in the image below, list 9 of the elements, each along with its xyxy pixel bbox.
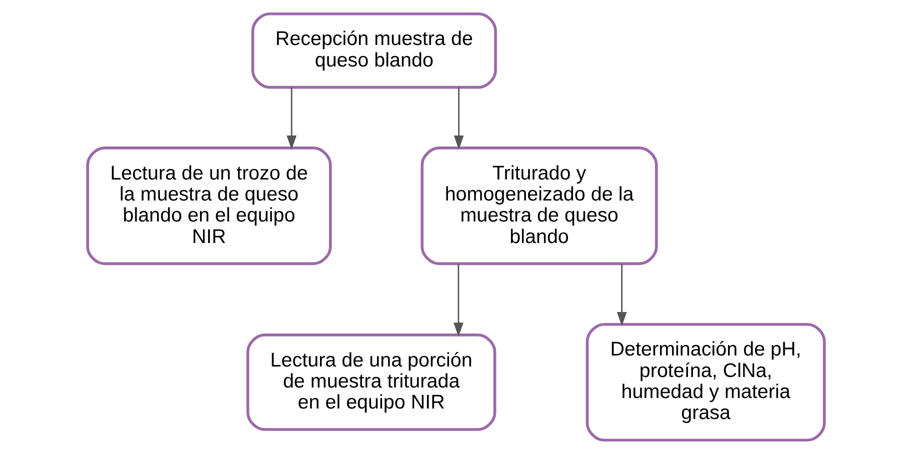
arrow [453, 87, 464, 150]
node-box: Triturado y homogeneizado de la muestra de queso blando [420, 146, 658, 266]
node-box: Lectura de una porción de muestra triturada en el equipo NIR [246, 334, 496, 431]
node-box: Determinación de pH, proteína, ClNa, humedad y materia grasa [585, 322, 826, 442]
node-box: Recepción muestra de queso blando [250, 12, 496, 89]
arrow [616, 264, 626, 326]
arrow [286, 87, 296, 150]
arrow [453, 264, 463, 337]
node-box: Lectura de un trozo de la muestra de queso blando en el equipo NIR [86, 146, 332, 266]
